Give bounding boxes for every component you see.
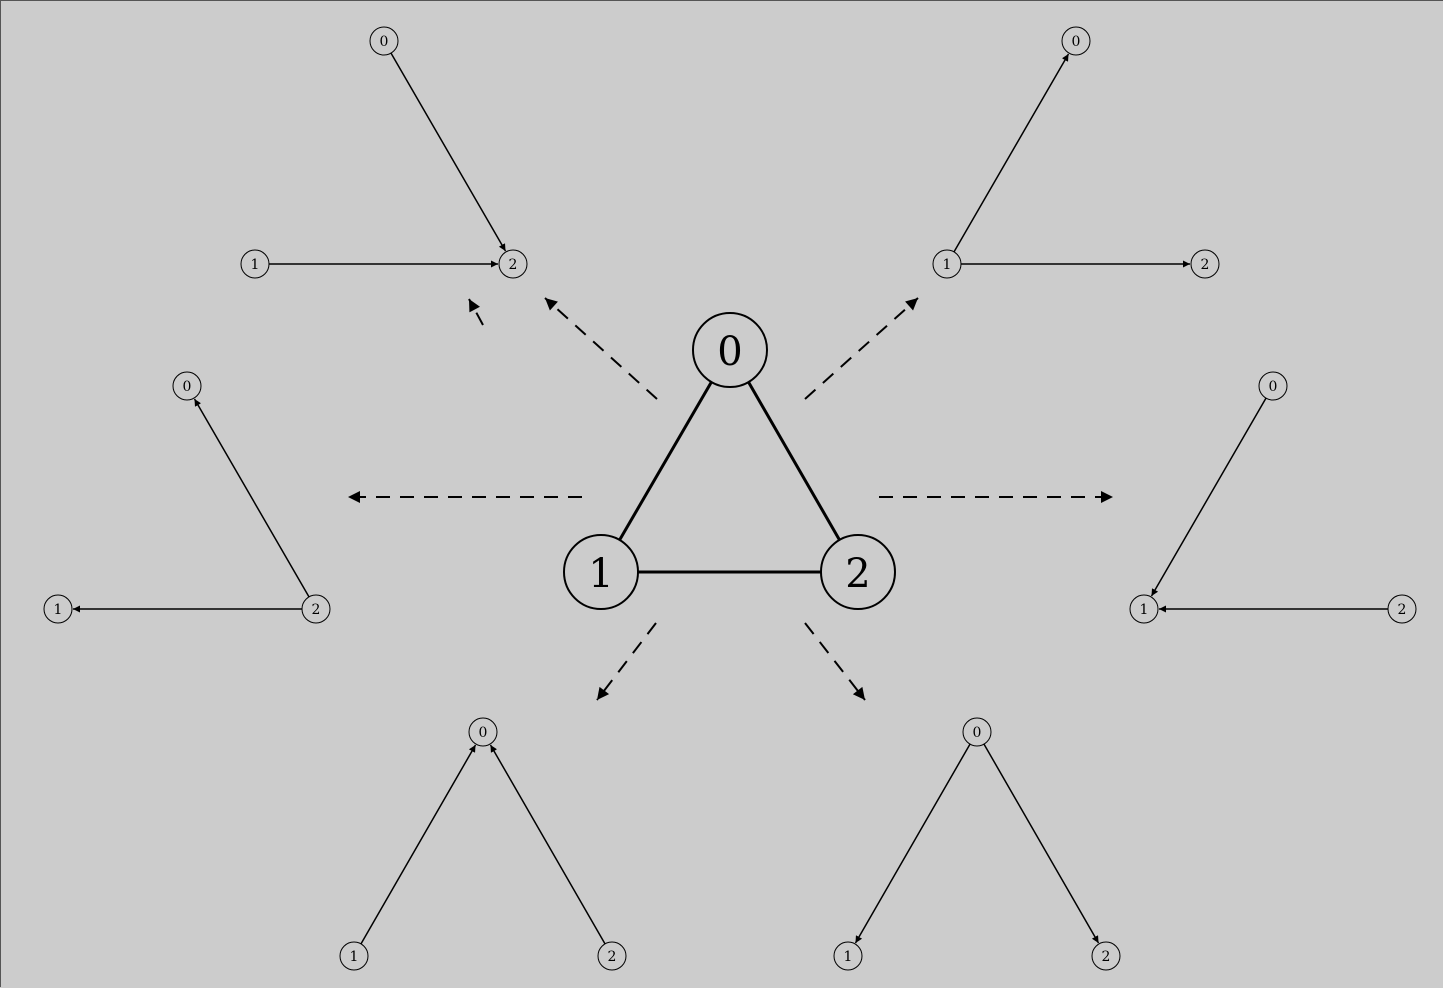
node-2	[1190, 249, 1220, 279]
node-label-1: 1	[1140, 602, 1149, 618]
orientation-bottom-right: 0 1 2	[833, 717, 1121, 971]
orientation-middle-right: 0 1 2	[1129, 371, 1417, 624]
node-1	[1129, 594, 1159, 624]
node-label-2: 2	[1102, 949, 1111, 965]
center-graph: 0 1 2	[563, 312, 896, 610]
center-node-label-0: 0	[717, 329, 742, 375]
node-label-0: 0	[380, 34, 389, 50]
node-1	[240, 249, 270, 279]
node-label-2: 2	[509, 257, 518, 273]
arc-1-to-0	[360, 744, 477, 945]
node-1	[932, 249, 962, 279]
node-0	[1258, 371, 1288, 401]
node-2	[597, 941, 627, 971]
dashed-arrow-top-left-short	[468, 298, 484, 326]
node-label-0: 0	[183, 379, 192, 395]
node-1	[833, 941, 863, 971]
node-label-0: 0	[973, 725, 982, 741]
node-0	[962, 717, 992, 747]
orientation-top-right: 0 1 2	[932, 26, 1220, 279]
node-label-2: 2	[608, 949, 617, 965]
node-label-2: 2	[312, 602, 321, 618]
arc-0-to-1	[1150, 397, 1267, 597]
node-0	[172, 371, 202, 401]
arc-0-to-1	[854, 743, 971, 944]
node-label-0: 0	[1072, 34, 1081, 50]
center-node-label-2: 2	[845, 551, 870, 597]
node-0	[369, 26, 399, 56]
arc-0-to-2	[983, 743, 1100, 944]
orientation-top-left: 0 1 2	[240, 26, 528, 279]
arc-0-to-2	[390, 52, 507, 252]
arc-2-to-0	[193, 398, 310, 598]
node-2	[301, 594, 331, 624]
arc-1-to-0	[953, 53, 1070, 253]
node-label-2: 2	[1398, 602, 1407, 618]
node-label-0: 0	[479, 725, 488, 741]
node-label-1: 1	[251, 257, 260, 273]
node-2	[498, 249, 528, 279]
orientation-bottom-left: 0 1 2	[339, 717, 627, 971]
arc-2-to-0	[489, 744, 606, 945]
node-label-1: 1	[350, 949, 359, 965]
node-1	[43, 594, 73, 624]
node-0	[468, 717, 498, 747]
node-0	[1061, 26, 1091, 56]
dashed-transition-arrows	[348, 297, 1113, 701]
node-label-0: 0	[1269, 379, 1278, 395]
node-label-1: 1	[943, 257, 952, 273]
node-2	[1091, 941, 1121, 971]
node-2	[1387, 594, 1417, 624]
dashed-arrow-top-left	[544, 297, 658, 400]
node-label-1: 1	[54, 602, 63, 618]
dashed-arrow-bottom-right	[804, 622, 866, 701]
center-node-2	[820, 534, 896, 610]
dashed-arrow-bottom-left	[596, 622, 657, 701]
orientation-middle-left: 0 1 2	[43, 371, 331, 624]
node-label-2: 2	[1201, 257, 1210, 273]
center-edge-0-1	[618, 381, 713, 541]
orientation-graphs: 0 1 2 0 1 2 0 1 2 0 1 2 0 1 2 0 1 2	[43, 26, 1417, 971]
center-node-0	[692, 312, 768, 388]
center-node-label-1: 1	[588, 551, 613, 597]
dashed-arrow-top-right	[804, 297, 919, 400]
center-node-1	[563, 534, 639, 610]
node-1	[339, 941, 369, 971]
node-label-1: 1	[844, 949, 853, 965]
center-edge-0-2	[747, 381, 841, 541]
